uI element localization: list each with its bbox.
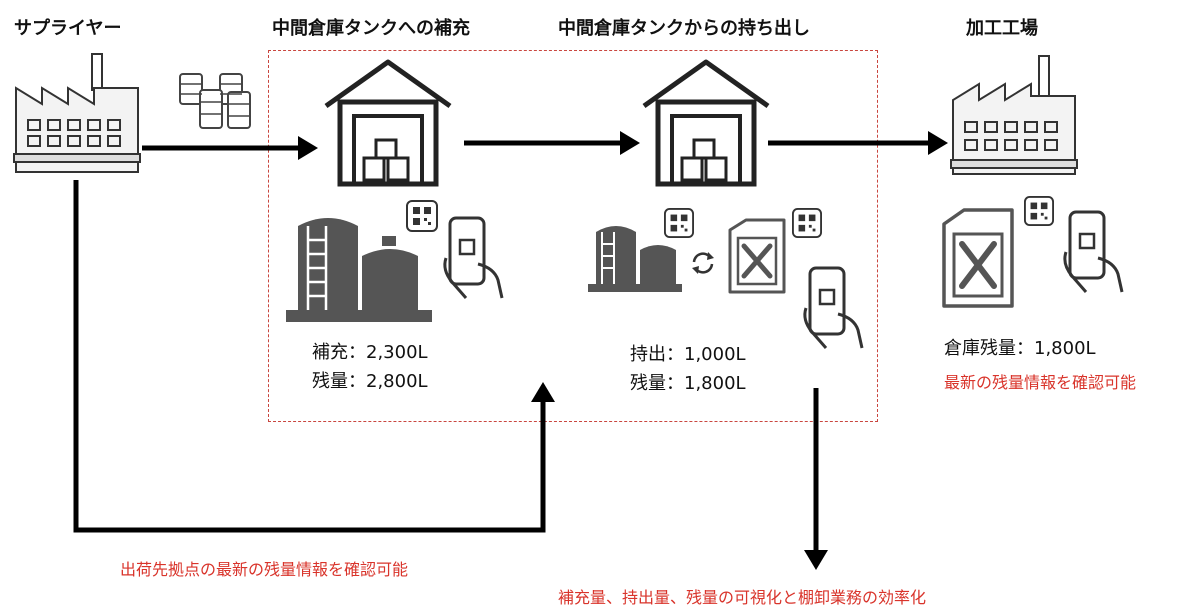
arrowhead-1 xyxy=(298,136,318,160)
phone-icon-1 xyxy=(443,216,504,299)
takeout-title: 中間倉庫タンクからの持ち出し xyxy=(558,18,810,39)
feedback-line xyxy=(73,180,546,533)
takeout-amount: 持出：1,000L xyxy=(630,344,746,365)
tanks-icon-1 xyxy=(286,218,432,322)
replenish-amount: 補充：2,300L xyxy=(312,342,428,363)
factory-remaining: 倉庫残量：1,800L xyxy=(944,338,1096,359)
qr-code-icon-4 xyxy=(1024,196,1054,226)
factory-title: 加工工場 xyxy=(966,18,1038,39)
arrowhead-2 xyxy=(620,131,640,155)
replenish-info: 補充：2,300L 残量：2,800L xyxy=(312,338,428,396)
qr-code-icon-1 xyxy=(406,200,438,232)
canister-icon-2 xyxy=(942,208,1014,308)
phone-icon-2 xyxy=(803,266,864,349)
factory-icon-2 xyxy=(950,55,1078,175)
replenish-remaining: 残量：2,800L xyxy=(312,371,428,392)
arrowhead-down xyxy=(804,550,828,570)
factory-note: 最新の残量情報を確認可能 xyxy=(944,373,1137,392)
supplier-title: サプライヤー xyxy=(14,18,122,39)
drums-icon xyxy=(179,73,251,129)
takeout-remaining: 残量：1,800L xyxy=(630,373,746,394)
warehouse-dashed-box xyxy=(268,50,878,422)
qr-code-icon-2 xyxy=(664,208,694,238)
tanks-icon-2 xyxy=(588,226,682,292)
refresh-icon xyxy=(692,252,714,274)
arrowhead-up xyxy=(531,382,555,402)
warehouse-icon-1 xyxy=(324,59,452,187)
arrowhead-3 xyxy=(928,131,948,155)
factory-icon xyxy=(13,53,141,173)
visualization-note: 補充量、持出量、残量の可視化と棚卸業務の効率化 xyxy=(558,588,927,607)
phone-icon-3 xyxy=(1063,210,1124,293)
supplier-feedback-note: 出荷先拠点の最新の残量情報を確認可能 xyxy=(120,560,409,579)
factory-info: 倉庫残量：1,800L xyxy=(944,334,1096,363)
canister-icon-1 xyxy=(728,218,786,294)
qr-code-icon-3 xyxy=(792,208,822,238)
warehouse-icon-2 xyxy=(642,59,770,187)
replenish-title: 中間倉庫タンクへの補充 xyxy=(272,18,470,39)
takeout-info: 持出：1,000L 残量：1,800L xyxy=(630,340,746,398)
